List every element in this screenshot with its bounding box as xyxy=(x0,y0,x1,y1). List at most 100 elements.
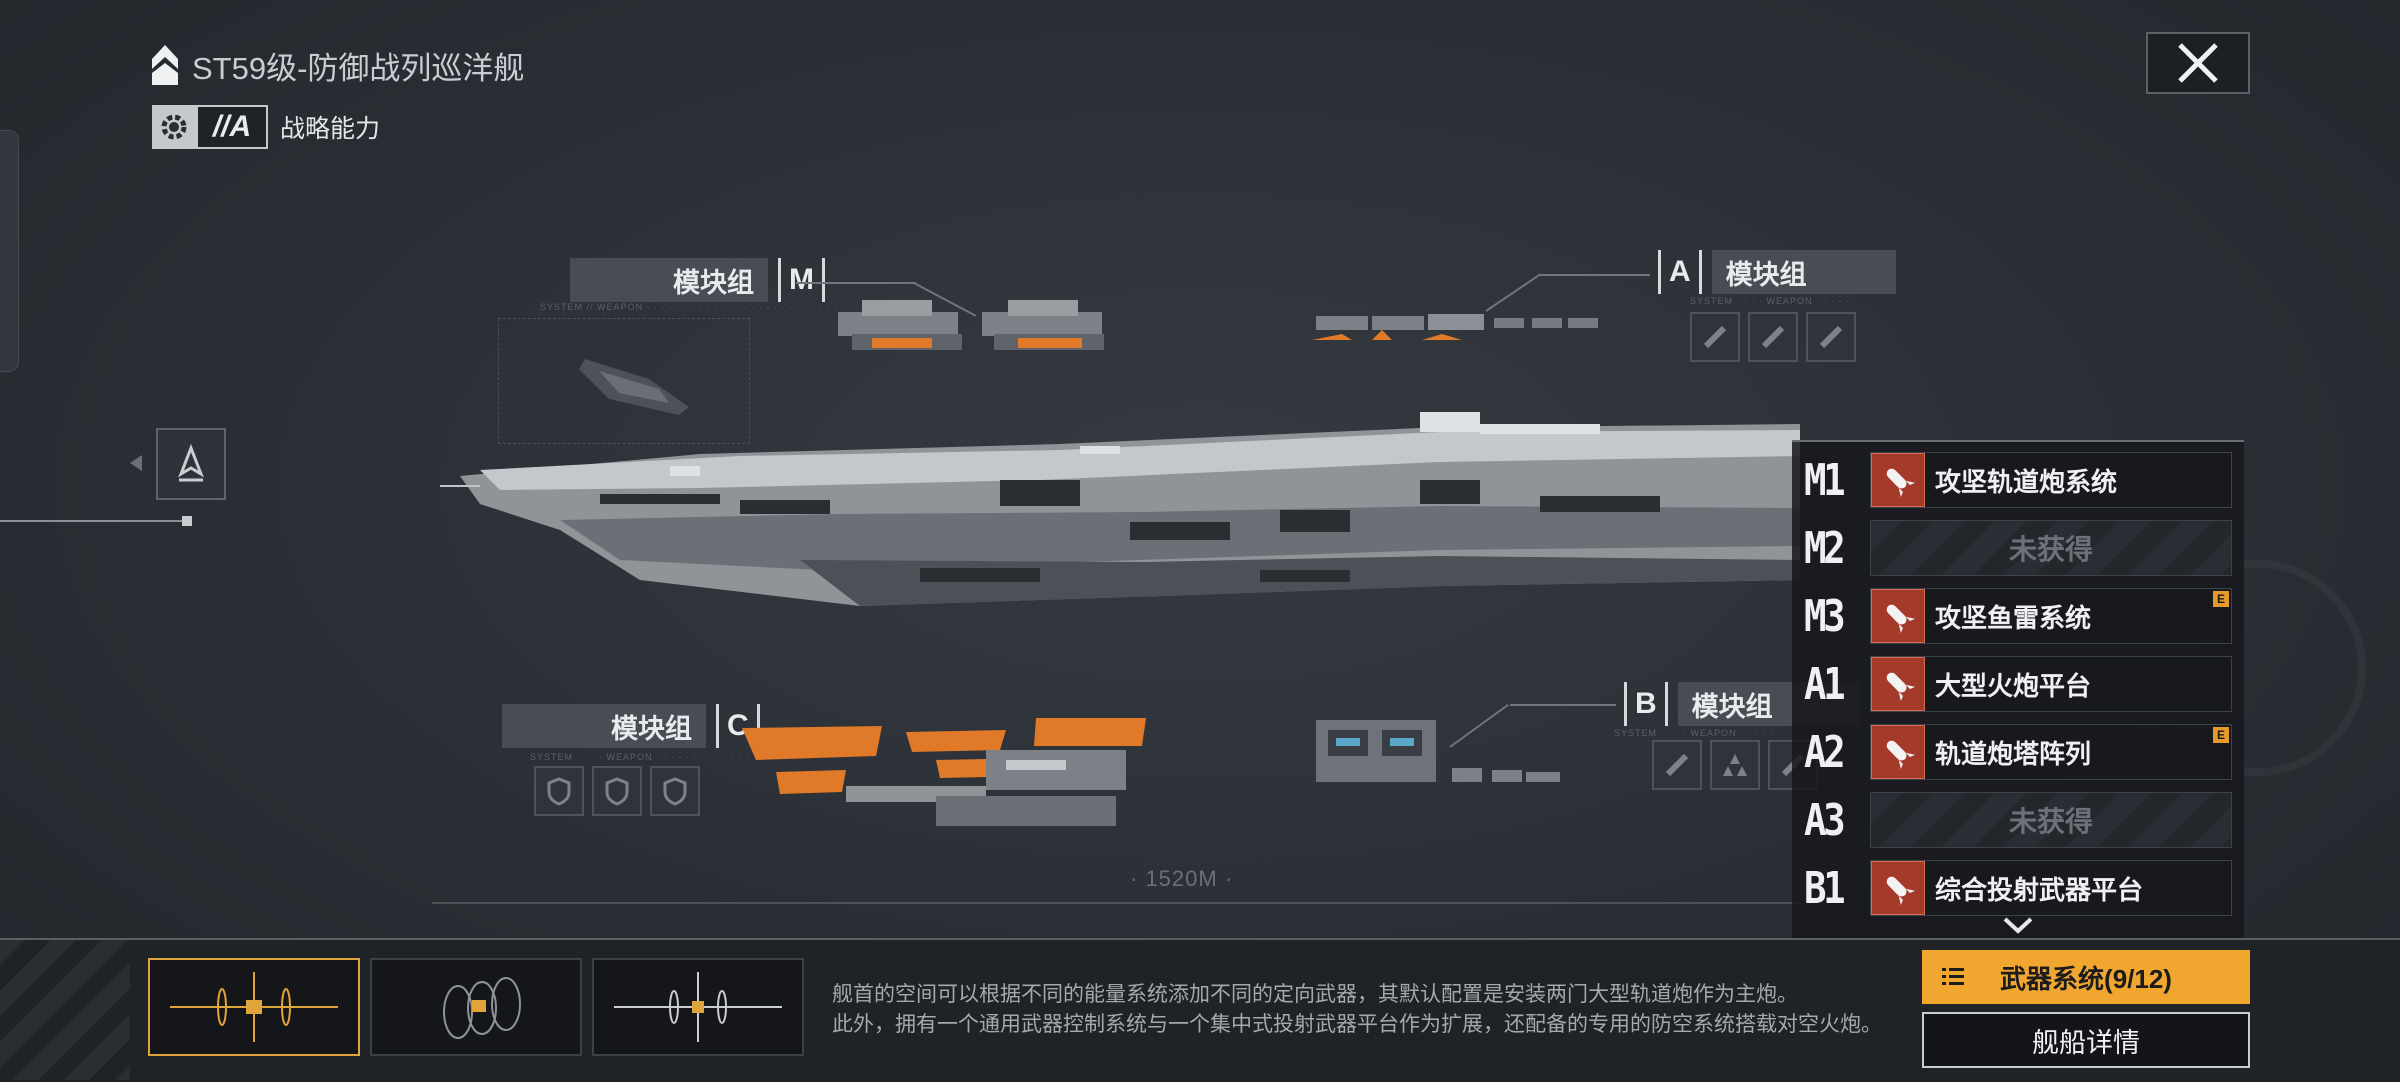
view-thumbnail-front[interactable] xyxy=(148,958,360,1056)
close-button[interactable] xyxy=(2146,32,2250,94)
weapon-systems-label: 武器系统(9/12) xyxy=(2000,963,2172,994)
missile-icon xyxy=(1871,725,1925,779)
module-code: B xyxy=(1624,682,1668,726)
close-x-icon xyxy=(2178,43,2218,83)
weapon-name: 攻坚鱼雷系统 xyxy=(1935,602,2092,633)
weapon-row[interactable]: A2 轨道炮塔阵列 E xyxy=(1804,724,2232,780)
module-code: A xyxy=(1658,250,1702,294)
weapon-row[interactable]: M3 攻坚鱼雷系统 E xyxy=(1804,588,2232,644)
weapon-row[interactable]: B1 综合投射武器平台 xyxy=(1804,860,2232,916)
module-m-parts xyxy=(838,300,1104,350)
left-arrow-icon[interactable] xyxy=(130,455,142,471)
length-scale-line xyxy=(432,902,1802,904)
module-slot[interactable] xyxy=(534,766,584,816)
equipment-badge: E xyxy=(2213,591,2229,607)
ship-class-switch-button[interactable] xyxy=(156,428,226,500)
ship-perspective-view-icon xyxy=(443,977,521,1039)
module-group-name: 模块组 xyxy=(502,704,706,748)
weapon-slot-code: M2 xyxy=(1804,522,1846,574)
spec-text: SYSTEM // WEAPON · · · · · · · · · · · ·… xyxy=(540,302,853,312)
spec-text: SYSTEM · · · · WEAPON · · · · · · · · · … xyxy=(530,752,750,762)
module-group-a-label[interactable]: A 模块组 xyxy=(1648,250,1896,294)
side-drawer-handle[interactable] xyxy=(0,130,19,372)
rank-chevron-icon xyxy=(152,45,178,85)
weapon-slot-box: 轨道炮塔阵列 E xyxy=(1870,724,2232,780)
shield-icon xyxy=(605,777,629,806)
module-slot[interactable] xyxy=(1690,312,1740,362)
module-slot[interactable] xyxy=(1652,740,1702,790)
decorative-stripes xyxy=(0,940,130,1080)
module-code: M xyxy=(778,258,825,302)
module-c-parts xyxy=(742,718,1146,826)
weapon-name: 大型火炮平台 xyxy=(1935,670,2092,701)
divider-marker xyxy=(182,516,192,526)
strategy-ability[interactable]: //A 战略能力 xyxy=(152,104,380,150)
ship-description: 舰首的空间可以根据不同的能量系统添加不同的定向武器，其默认配置是安装两门大型轨道… xyxy=(832,980,1882,1040)
weapon-row[interactable]: M2 未获得 xyxy=(1804,520,2232,576)
battlecruiser-model xyxy=(440,412,1800,606)
missile-icon xyxy=(1761,325,1785,349)
module-group-m-label[interactable]: 模块组 M xyxy=(570,258,835,302)
leader-line xyxy=(1540,274,1650,276)
module-group-c-label[interactable]: 模块组 C xyxy=(502,704,770,748)
triple-shell-icon xyxy=(1723,754,1747,776)
ship-title-row: ST59级-防御战列巡洋舰 xyxy=(150,40,524,90)
spec-text: SYSTEM · · · · WEAPON · · · · · xyxy=(1690,296,1850,306)
weapon-slot-box: 未获得 xyxy=(1870,792,2232,848)
ship-front-view-icon xyxy=(170,972,338,1042)
missile-icon xyxy=(1871,861,1925,915)
weapon-slot-code: M3 xyxy=(1804,590,1846,642)
weapon-locked-label: 未获得 xyxy=(2008,534,2093,565)
gear-icon xyxy=(152,105,196,149)
weapon-slot-code: A2 xyxy=(1804,726,1846,778)
view-thumbnail-perspective[interactable] xyxy=(370,958,582,1056)
list-menu-icon xyxy=(1942,968,1964,985)
missile-icon xyxy=(1665,753,1689,777)
module-slot[interactable] xyxy=(1806,312,1856,362)
module-slot[interactable] xyxy=(1748,312,1798,362)
page-title: ST59级-防御战列巡洋舰 xyxy=(192,50,525,86)
module-slot[interactable] xyxy=(592,766,642,816)
module-a-slots xyxy=(1690,312,1856,362)
module-c-slots xyxy=(534,766,700,816)
module-slot-frame[interactable] xyxy=(498,318,750,444)
ship-details-button[interactable]: 舰船详情 xyxy=(1922,1012,2250,1068)
spec-text: SYSTEM · · · · WEAPON · · · · · xyxy=(1614,728,1774,738)
module-slot[interactable] xyxy=(1710,740,1760,790)
ship-details-label: 舰船详情 xyxy=(2032,1027,2140,1058)
weapon-locked-label: 未获得 xyxy=(2008,806,2093,837)
weapon-slot-box: 攻坚鱼雷系统 E xyxy=(1870,588,2232,644)
chevron-down-icon[interactable] xyxy=(2002,916,2034,936)
equipment-badge: E xyxy=(2213,727,2229,743)
module-code: C xyxy=(716,704,760,748)
ship-class-icon xyxy=(178,444,204,482)
shield-icon xyxy=(663,777,687,806)
view-thumbnail-side[interactable] xyxy=(592,958,804,1056)
module-a-parts xyxy=(1312,314,1598,340)
module-group-name: 模块组 xyxy=(1711,250,1896,294)
strategy-label: 战略能力 xyxy=(280,115,381,143)
ship-side-view-icon xyxy=(614,972,782,1042)
strategy-grade: //A xyxy=(196,105,268,149)
weapon-slot-box: 未获得 xyxy=(1870,520,2232,576)
shield-icon xyxy=(547,777,571,806)
missile-icon xyxy=(1703,325,1727,349)
module-slot[interactable] xyxy=(650,766,700,816)
weapon-name: 轨道炮塔阵列 xyxy=(1935,738,2092,769)
module-b-parts xyxy=(1316,720,1560,782)
leader-line xyxy=(796,282,916,284)
missile-icon xyxy=(1819,325,1843,349)
weapon-systems-button[interactable]: 武器系统(9/12) xyxy=(1922,950,2250,1004)
module-group-name: 模块组 xyxy=(570,258,768,302)
weapon-slot-box: 攻坚轨道炮系统 xyxy=(1870,452,2232,508)
length-scale-label: · 1520M · xyxy=(1130,866,1234,891)
weapon-slot-code: B1 xyxy=(1804,862,1846,914)
weapon-slot-box: 大型火炮平台 xyxy=(1870,656,2232,712)
divider xyxy=(0,520,190,522)
weapon-slot-box: 综合投射武器平台 xyxy=(1870,860,2232,916)
missile-icon xyxy=(1871,657,1925,711)
